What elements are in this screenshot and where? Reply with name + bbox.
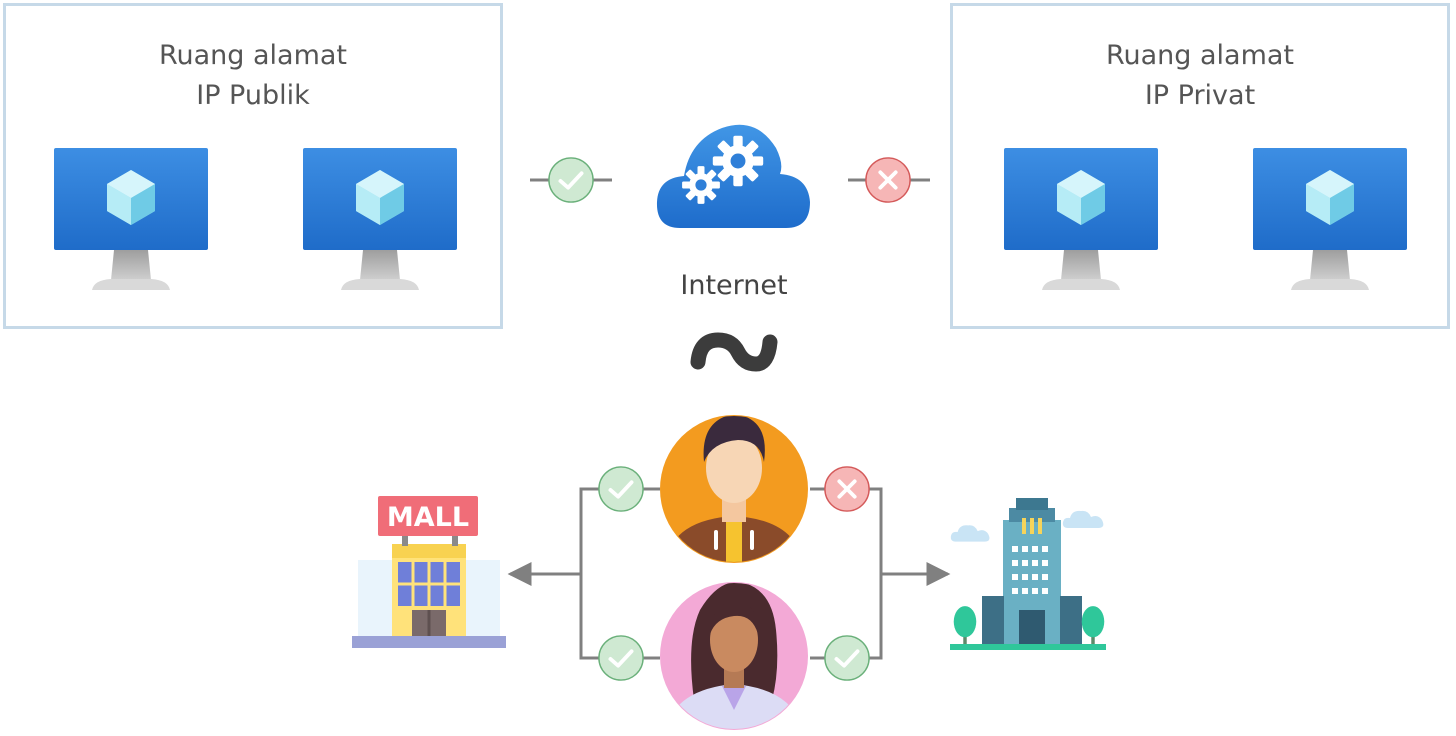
mall-sign-text: MALL — [387, 502, 469, 533]
private-ip-title: Ruang alamat IP Privat — [953, 36, 1447, 116]
cloud-to-public-check-icon — [547, 156, 595, 204]
man-to-office-cross-icon — [823, 465, 871, 513]
man-to-mall-check-icon — [597, 465, 645, 513]
tree-icon-right — [1081, 606, 1105, 646]
private-ip-title-line2: IP Privat — [1144, 80, 1256, 111]
mall-building-icon: MALL — [352, 496, 506, 648]
internet-label: Internet — [680, 270, 788, 301]
woman-to-office-check-icon — [823, 634, 871, 682]
office-tower-icon — [950, 498, 1106, 650]
people-connectors — [579, 487, 883, 660]
person-man-icon — [660, 415, 808, 563]
woman-to-mall-check-icon — [597, 634, 645, 682]
cloud-gears-icon — [656, 124, 810, 228]
tree-icon-left — [953, 606, 977, 646]
person-woman-icon — [660, 582, 808, 730]
cloud-to-private-cross-icon — [864, 156, 912, 204]
public-ip-title-line2: IP Publik — [196, 80, 310, 111]
public-ip-panel: Ruang alamat IP Publik — [3, 3, 503, 329]
private-ip-title-line1: Ruang alamat — [1105, 40, 1295, 71]
similar-tilde-icon — [690, 332, 778, 372]
private-ip-panel: Ruang alamat IP Privat — [950, 3, 1450, 329]
public-ip-title-line1: Ruang alamat — [158, 40, 348, 71]
public-ip-title: Ruang alamat IP Publik — [6, 36, 500, 116]
